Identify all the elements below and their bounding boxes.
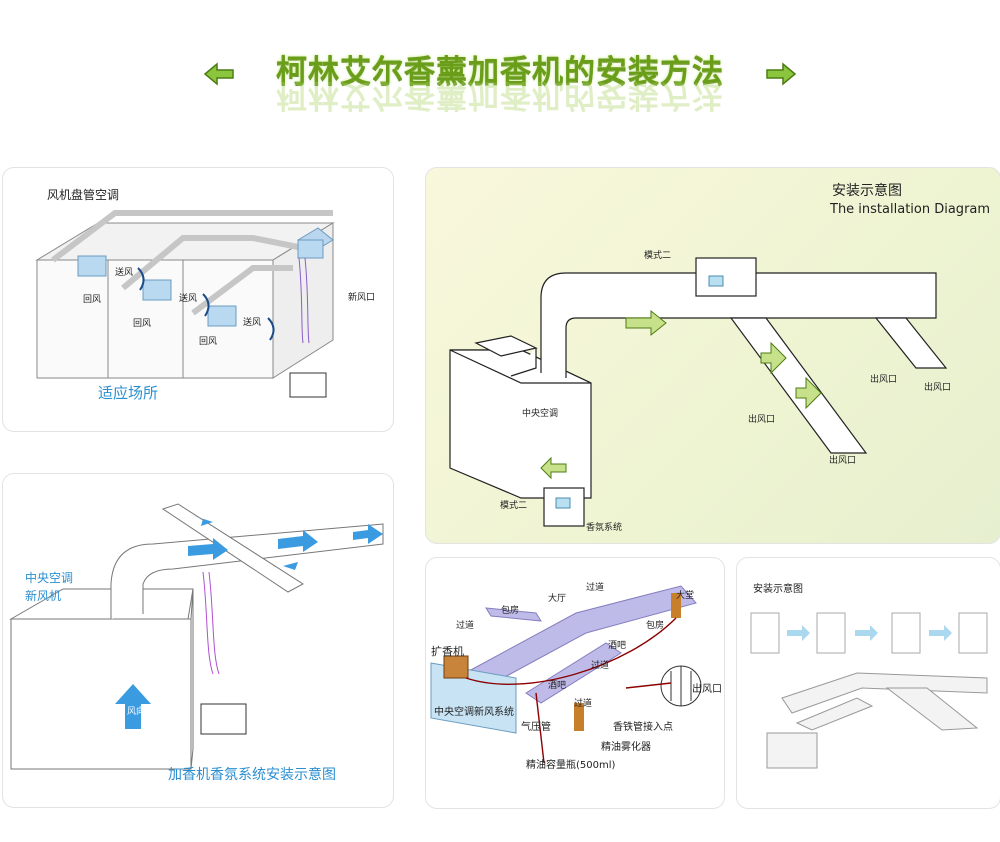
outlet-label: 出风口 (870, 375, 898, 385)
mini-installation-title: 安装示意图 (753, 584, 803, 595)
diffuser-label: 扩香机 (431, 645, 464, 658)
outlet-label: 出风口 (748, 415, 776, 425)
return-label: 回风 (83, 295, 102, 305)
duct-label: 过道 (591, 661, 610, 671)
aroma-system-diagram (9, 503, 384, 770)
air-pipe-label: 气压管 (521, 722, 551, 733)
bottle-label: 精油容量瓶(500ml) (526, 760, 616, 771)
duct-label: 酒吧 (548, 681, 567, 691)
wind-direction-label: 风向 (127, 707, 146, 717)
page-title-area: 柯林艾尔香薰加香机的安装方法 柯林艾尔香薰加香机的安装方法 (0, 46, 1000, 116)
central-ac-label: 中央空调 (522, 409, 559, 419)
installation-panel: 安装示意图 The installation Diagram 模式二 模式二 中… (425, 167, 1000, 544)
unit-label-line1: 中央空调 (25, 571, 74, 585)
installation-title-cn: 安装示意图 (832, 183, 902, 199)
aroma-system-label: 香氛系统 (586, 523, 623, 533)
fresh-air-panel: 过道 包房 大厅 过道 大堂 包房 酒吧 过道 酒吧 过道 扩香机 中央空调新风… (425, 557, 725, 809)
installation-title-en: The installation Diagram (830, 202, 991, 217)
send-label: 送风 (179, 294, 198, 304)
return-label: 回风 (133, 319, 152, 329)
fan-coil-panel: 风机盘管空调 送风 (2, 167, 394, 432)
send-label: 送风 (243, 318, 262, 328)
duct-label: 过道 (456, 621, 475, 631)
system-label: 中央空调新风系统 (434, 707, 514, 718)
aroma-system-panel: 中央空调 新风机 风向 加香机香氛系统安装示意图 (2, 473, 394, 808)
outlet-label: 出风口 (692, 684, 722, 695)
fan-coil-heading: 风机盘管空调 (47, 188, 120, 202)
duct-label: 过道 (586, 583, 605, 593)
mode-label: 模式二 (644, 251, 672, 261)
fan-coil-diagram (35, 210, 335, 398)
iron-pipe-label: 香铁管接入点 (613, 722, 673, 733)
duct-label: 包房 (646, 621, 665, 631)
duct-label: 大堂 (676, 591, 695, 601)
duct-label: 包房 (501, 606, 520, 616)
installation-diagram (449, 257, 948, 527)
aroma-system-caption: 加香机香氛系统安装示意图 (168, 767, 336, 783)
mini-installation-diagram (750, 612, 988, 769)
outlet-label: 出风口 (829, 456, 857, 466)
duct-label: 大厅 (548, 594, 567, 604)
mode-label: 模式二 (500, 501, 528, 511)
return-label: 回风 (199, 337, 218, 347)
fan-coil-caption: 适应场所 (98, 384, 159, 402)
unit-label-line2: 新风机 (25, 589, 62, 603)
page-title: 柯林艾尔香薰加香机的安装方法 (276, 54, 724, 90)
right-arrow-icon (766, 62, 797, 86)
duct-label: 酒吧 (608, 641, 627, 651)
atomizer-label: 精油雾化器 (601, 742, 651, 753)
duct-label: 过道 (574, 699, 593, 709)
fresh-air-diagram (430, 585, 702, 764)
left-arrow-icon (203, 62, 234, 86)
send-label: 送风 (115, 268, 134, 278)
outlet-label: 出风口 (924, 383, 952, 393)
page-title-reflection: 柯林艾尔香薰加香机的安装方法 (276, 77, 724, 113)
mini-installation-panel: 安装示意图 (736, 557, 1000, 809)
fresh-air-label: 新风口 (348, 293, 376, 303)
